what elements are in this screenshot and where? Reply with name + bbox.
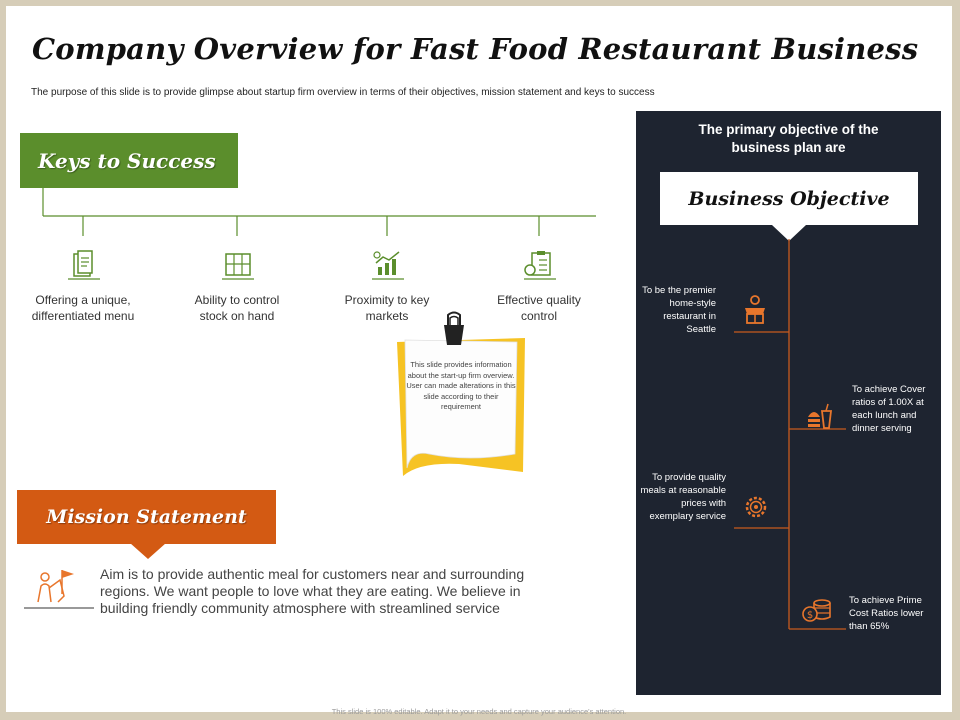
restaurant-icon bbox=[745, 295, 765, 324]
coins-icon: $ bbox=[802, 599, 831, 622]
key-item-label: Proximity to key markets bbox=[317, 292, 457, 324]
key-label-line: Proximity to key bbox=[344, 293, 430, 307]
objective-text: To be the premier home-style restaurant … bbox=[642, 285, 716, 335]
binder-clip-icon bbox=[444, 311, 464, 345]
panel-heading-line: The primary objective of the bbox=[698, 122, 879, 137]
market-chart-icon bbox=[372, 251, 404, 280]
mission-banner-pointer bbox=[130, 543, 166, 559]
sticky-note bbox=[397, 338, 525, 476]
burger-meal-icon bbox=[808, 403, 833, 429]
keys-to-success-heading: Keys to Success bbox=[38, 148, 216, 173]
footer-note: This slide is 100% editable. Adapt it to… bbox=[331, 707, 627, 716]
sticky-note-text: This slide provides information about th… bbox=[406, 360, 516, 411]
objective-text: To achieve Cover ratios of 1.00X at each… bbox=[852, 384, 926, 434]
business-objective-title: Business Objective bbox=[688, 187, 890, 210]
quality-checklist-icon bbox=[524, 251, 556, 280]
mission-text: Aim is to provide authentic meal for cus… bbox=[100, 566, 525, 616]
objective-text: To provide quality meals at reasonable p… bbox=[640, 472, 726, 522]
inventory-shelf-icon bbox=[222, 253, 254, 280]
key-item-label: Offering a unique, differentiated menu bbox=[13, 292, 153, 324]
slide-title: Company Overview for Fast Food Restauran… bbox=[32, 32, 919, 66]
quality-gear-icon bbox=[745, 496, 767, 518]
key-label-line: Effective quality bbox=[497, 293, 581, 307]
keys-to-success-banner: Keys to Success bbox=[20, 133, 238, 188]
mission-flag-icon bbox=[24, 570, 94, 609]
business-objective-box: Business Objective bbox=[660, 172, 918, 225]
key-label-line: Offering a unique, bbox=[35, 293, 131, 307]
slide: Company Overview for Fast Food Restauran… bbox=[6, 6, 952, 716]
mission-heading: Mission Statement bbox=[46, 506, 247, 528]
key-label-line: Ability to control bbox=[194, 293, 280, 307]
slide-subtitle: The purpose of this slide is to provide … bbox=[31, 87, 655, 98]
mission-statement-banner: Mission Statement bbox=[17, 490, 276, 544]
key-label-line: differentiated menu bbox=[31, 309, 135, 323]
panel-heading: The primary objective of the business pl… bbox=[636, 121, 941, 157]
key-label-line: markets bbox=[365, 309, 409, 323]
key-item-label: Ability to control stock on hand bbox=[167, 292, 307, 324]
key-label-line: control bbox=[520, 309, 558, 323]
objective-text: To achieve Prime Cost Ratios lower than … bbox=[849, 595, 924, 632]
objective-timeline bbox=[734, 225, 846, 630]
menu-book-icon bbox=[68, 250, 100, 280]
key-item-label: Effective quality control bbox=[469, 292, 609, 324]
keys-connector-tree bbox=[42, 188, 596, 236]
panel-heading-line: business plan are bbox=[731, 140, 846, 155]
svg-text:$: $ bbox=[807, 610, 813, 621]
key-label-line: stock on hand bbox=[199, 309, 275, 323]
